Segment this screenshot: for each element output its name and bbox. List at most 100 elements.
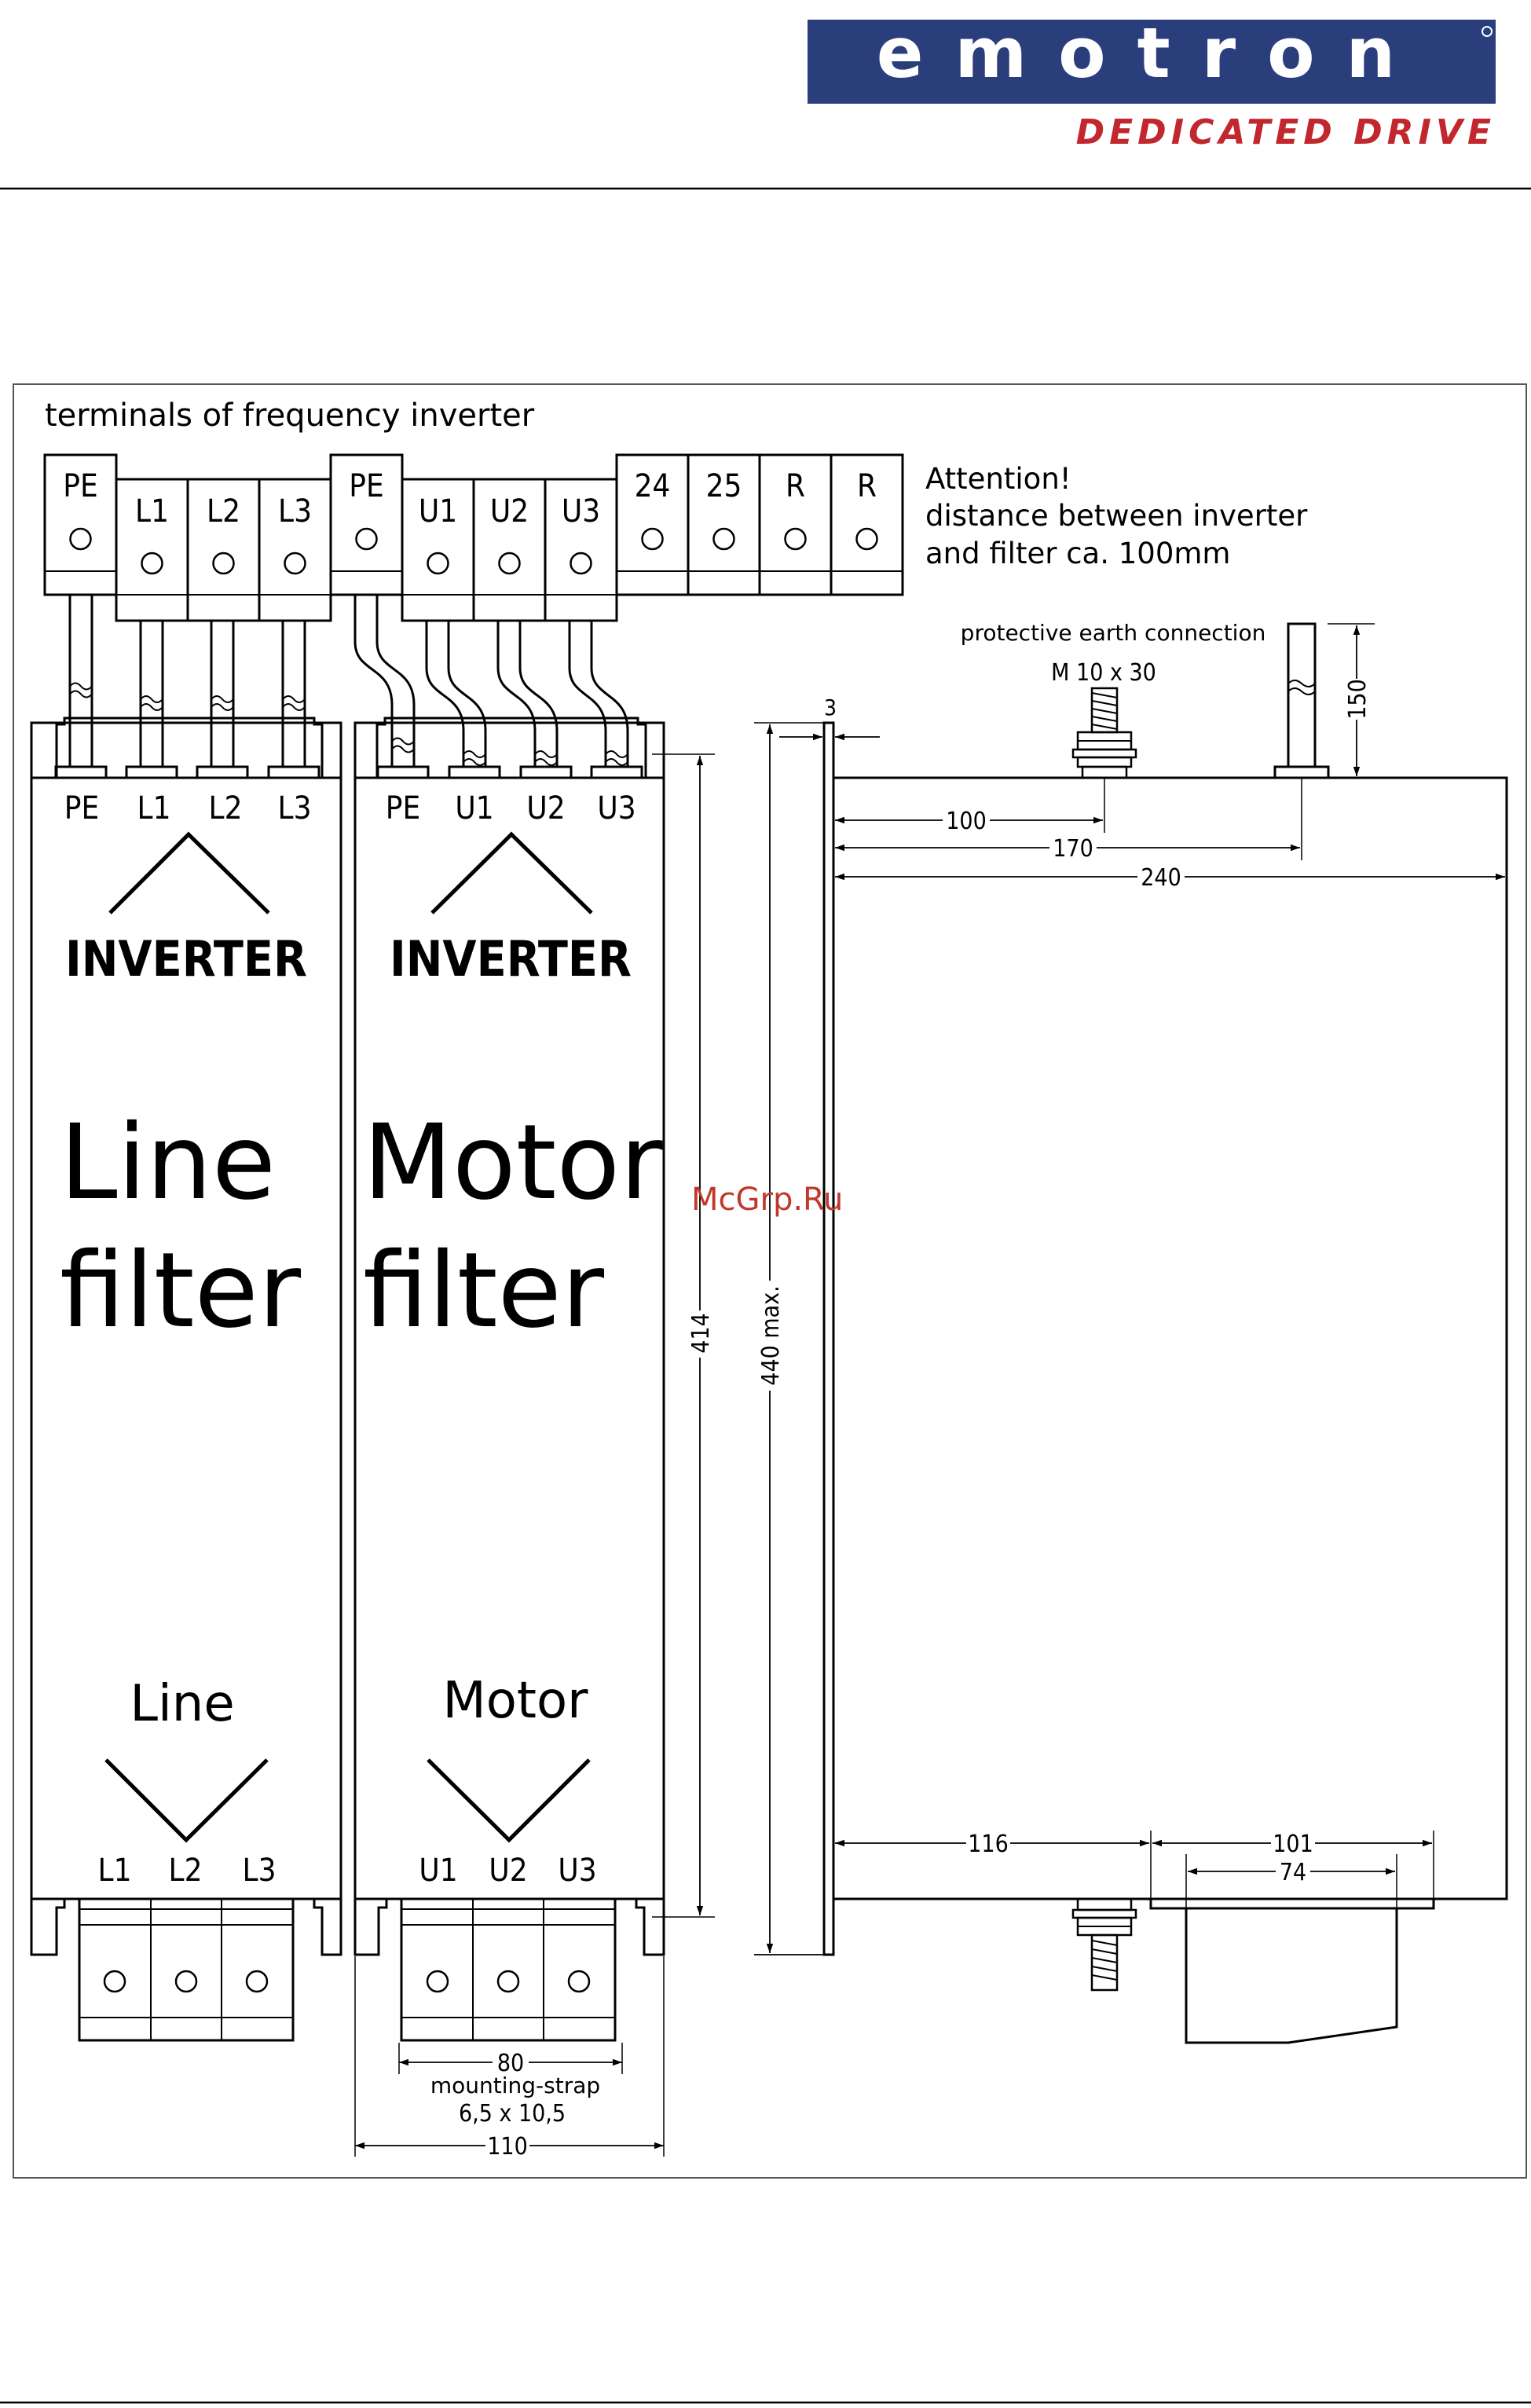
line-filter-foot xyxy=(30,1899,342,1956)
dimension-440-label: 440 max. xyxy=(757,1285,785,1385)
line-filter-bottom-terminal-l1: L1 xyxy=(98,1853,132,1889)
top-terminal-post: 150 xyxy=(1273,622,1375,779)
attention-line-2: distance between inverter xyxy=(925,499,1308,533)
inverter-terminal-label: L1 xyxy=(135,493,169,530)
screw-icon xyxy=(426,1970,449,1993)
screw-icon xyxy=(212,552,235,575)
line-filter-arrow-up-icon xyxy=(108,831,270,914)
cable xyxy=(125,619,178,779)
motor-filter-arrow-up-icon xyxy=(430,831,593,914)
cable xyxy=(196,619,249,779)
line-filter-bottom-terminal-l3: L3 xyxy=(243,1853,277,1889)
dimension-100-label: 100 xyxy=(946,808,987,835)
screw-icon xyxy=(69,527,92,551)
screw-icon xyxy=(712,527,735,551)
motor-filter-terminal-u1: U1 xyxy=(455,790,493,826)
cable xyxy=(496,621,573,779)
line-filter-terminal-pe: PE xyxy=(64,790,99,826)
inverter-terminal-label: 25 xyxy=(706,468,742,504)
screw-icon xyxy=(174,1970,198,1993)
line-filter-name-line-2: filter xyxy=(60,1230,302,1351)
line-filter-output-block xyxy=(78,1897,295,2042)
inverter-terminal-25-9: 25 xyxy=(687,453,761,596)
inverter-terminal-l1-1: L1 xyxy=(115,478,189,622)
motor-filter-bottom-terminal-u2: U2 xyxy=(489,1853,527,1889)
logo-tagline: DEDICATED DRIVE xyxy=(1076,112,1496,152)
line-filter-name-line-1: Line xyxy=(60,1102,276,1223)
attention-line-1: Attention! xyxy=(925,462,1071,496)
cable xyxy=(267,619,320,779)
dimension-110-label: 110 xyxy=(487,2133,528,2161)
figure-title: terminals of frequency inverter xyxy=(45,398,535,434)
screw-icon xyxy=(355,527,378,551)
mounting-plate xyxy=(822,721,835,1956)
dimension-80-label: 80 xyxy=(497,2050,524,2077)
logo-background xyxy=(808,20,1496,104)
motor-filter-name-line-2: filter xyxy=(363,1230,605,1351)
inverter-terminal-label: U2 xyxy=(490,493,529,530)
line-filter: PE L1 L2 L3 INVERTER Line filter Line L1… xyxy=(30,717,342,2042)
filter-side-body xyxy=(832,776,1508,1900)
attention-note: Attention! distance between inverter and… xyxy=(925,462,1308,570)
inverter-terminal-pe-4: PE xyxy=(329,453,404,596)
bottom-terminal-block xyxy=(1149,1897,1435,2044)
motor-filter: PE U1 U2 U3 INVERTER Motor filter Motor … xyxy=(353,717,665,2042)
line-filter-inverter-label: INVERTER xyxy=(65,930,307,988)
inverter-terminal-label: PE xyxy=(349,468,383,504)
motor-filter-output-block xyxy=(400,1897,617,2042)
screw-icon xyxy=(245,1970,269,1993)
motor-filter-terminal-pe: PE xyxy=(386,790,420,826)
screw-icon xyxy=(103,1970,126,1993)
screw-icon xyxy=(498,552,521,575)
cable xyxy=(353,595,430,779)
motor-filter-foot xyxy=(353,1899,665,1956)
screw-icon xyxy=(141,552,163,575)
motor-filter-inverter-label: INVERTER xyxy=(390,930,632,988)
dimension-170-label: 170 xyxy=(1053,835,1093,863)
screw-icon xyxy=(567,1970,591,1993)
inverter-terminal-24-8: 24 xyxy=(615,453,690,596)
motor-filter-bottom-label: Motor xyxy=(443,1672,589,1730)
dimension-150-label: 150 xyxy=(1344,679,1372,720)
inverter-terminal-label: R xyxy=(857,468,877,504)
dimension-240-label: 240 xyxy=(1141,864,1181,892)
cable xyxy=(54,593,108,779)
registered-mark-icon xyxy=(1482,26,1493,37)
inverter-terminal-u3-7: U3 xyxy=(544,478,618,622)
dimension-414-label: 414 xyxy=(687,1313,715,1354)
inverter-terminal-label: L3 xyxy=(278,493,312,530)
inverter-terminal-label: PE xyxy=(63,468,97,504)
line-filter-terminal-l1: L1 xyxy=(137,790,171,826)
cable xyxy=(425,621,501,779)
inverter-terminal-label: U3 xyxy=(562,493,600,530)
line-filter-bottom-label: Line xyxy=(130,1675,234,1733)
mounting-strap-label: mounting-strap xyxy=(430,2073,600,2098)
watermark: McGrp.Ru xyxy=(691,1182,843,1218)
inverter-terminal-label: L2 xyxy=(207,493,240,530)
motor-filter-terminal-u3: U3 xyxy=(597,790,635,826)
attention-line-3: and filter ca. 100mm xyxy=(925,537,1230,570)
motor-filter-arrow-down-icon xyxy=(427,1758,591,1843)
dimension-74-label: 74 xyxy=(1280,1859,1306,1886)
connection-cables xyxy=(54,593,643,779)
inverter-terminal-u1-5: U1 xyxy=(401,478,475,622)
cable xyxy=(568,621,643,779)
inverter-terminal-label: U1 xyxy=(419,493,457,530)
screw-icon xyxy=(855,527,878,551)
screw-icon xyxy=(570,552,592,575)
inverter-terminal-l2-2: L2 xyxy=(186,478,261,622)
pe-connection-label: protective earth connection xyxy=(961,620,1266,646)
screw-icon xyxy=(427,552,449,575)
side-view: 3 protective earth connection M 10 x 30 … xyxy=(779,620,1508,2044)
inverter-terminal-u2-6: U2 xyxy=(472,478,547,622)
motor-filter-bottom-terminal-u3: U3 xyxy=(558,1853,596,1889)
motor-filter-dimensions: 80 mounting-strap 6,5 x 10,5 110 xyxy=(354,1956,665,2161)
pe-bolt-icon xyxy=(1071,687,1137,779)
screw-icon xyxy=(284,552,306,575)
screw-icon xyxy=(496,1970,520,1993)
screw-icon xyxy=(641,527,664,551)
height-dimensions: 414 440 max. xyxy=(652,722,833,1955)
inverter-terminal-l3-3: L3 xyxy=(258,478,332,622)
